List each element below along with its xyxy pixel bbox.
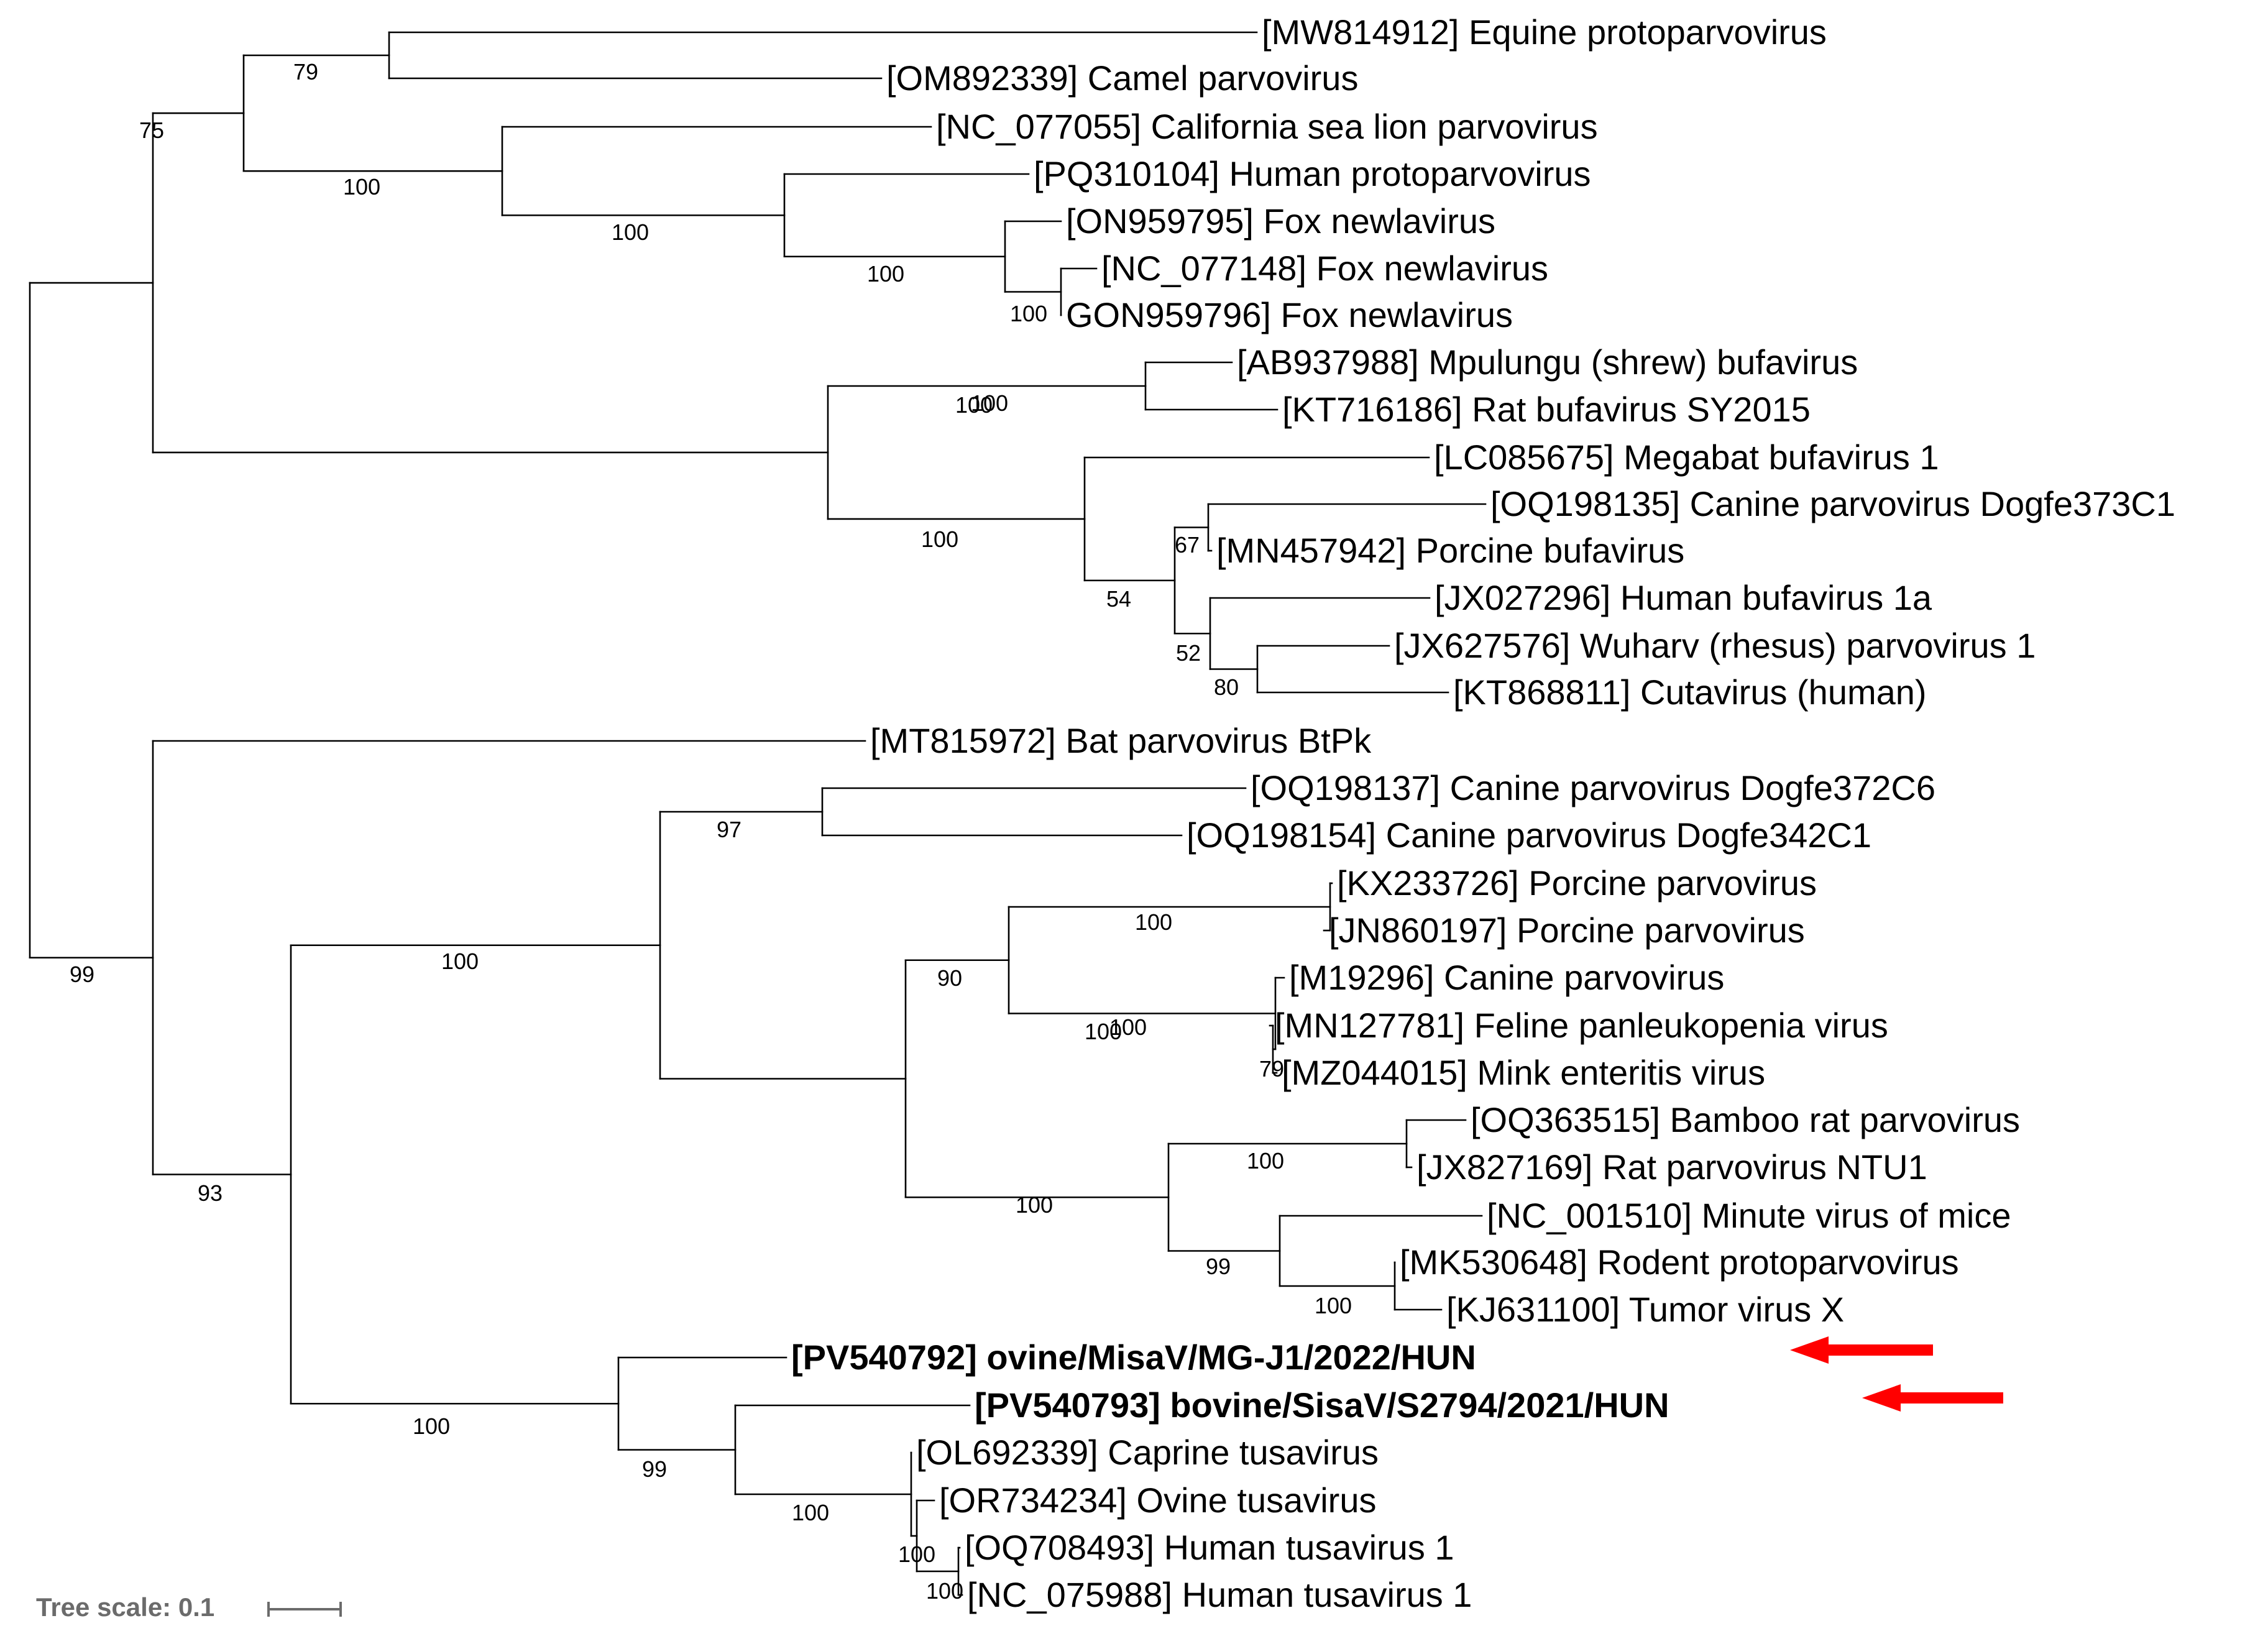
bootstrap-value-n-54: 54: [1106, 586, 1131, 612]
leaf-label-l26: [NC_001510] Minute virus of mice: [1487, 1196, 2011, 1235]
leaf-label-l23: [MZ044015] Mink enteritis virus: [1282, 1053, 1765, 1092]
leaf-label-l4: [PQ310104] Human protoparvovirus: [1034, 154, 1591, 193]
bootstrap-value-n-80: 80: [1214, 674, 1239, 700]
bootstrap-value-n-tumor: 100: [1315, 1293, 1352, 1318]
bootstrap-value-n-lower-main: 100: [441, 949, 479, 974]
bootstrap-value-n-sealion: 100: [343, 174, 380, 200]
bootstrap-value-n-tusa-inner: 100: [792, 1500, 829, 1525]
leaf-label-l32: [OR734234] Ovine tusavirus: [939, 1481, 1376, 1520]
leaf-label-l24: [OQ363515] Bamboo rat parvovirus: [1471, 1100, 2020, 1139]
leaf-label-l19: [KX233726] Porcine parvovirus: [1337, 863, 1817, 903]
bootstrap-value-n-tusa99: 99: [642, 1456, 667, 1482]
leaf-label-l27: [MK530648] Rodent protoparvovirus: [1400, 1243, 1959, 1282]
leaf-label-l7: GON959796] Fox newlavirus: [1066, 295, 1513, 334]
leaf-label-l20: [JN860197] Porcine parvovirus: [1329, 911, 1805, 950]
red-arrow-l29: [1790, 1336, 1933, 1364]
bootstrap-value-n-fox: 100: [867, 261, 904, 287]
bootstrap-value-n-bufa-sub: 100: [921, 526, 958, 552]
leaf-label-l28: [KJ631100] Tumor virus X: [1446, 1290, 1844, 1329]
leaf-label-l10: [LC085675] Megabat bufavirus 1: [1434, 438, 1939, 477]
bootstrap-value-n-tusa: 100: [413, 1413, 450, 1439]
leaf-label-l6: [NC_077148] Fox newlavirus: [1101, 249, 1548, 288]
bootstrap-value-n-canine-porcine: 67: [1175, 532, 1200, 558]
bootstrap-value-n-shrew-rat: 100: [971, 390, 1008, 416]
bootstrap-value-n-90: 90: [937, 965, 962, 991]
leaf-label-l12: [MN457942] Porcine bufavirus: [1216, 531, 1684, 570]
leaf-label-l15: [KT868811] Cutavirus (human): [1453, 673, 1927, 712]
bootstrap-value-n-tusa-100a: 100: [898, 1541, 935, 1567]
bootstrap-value-n-protob: 100: [1135, 909, 1172, 935]
leaf-label-l9: [KT716186] Rat bufavirus SY2015: [1282, 390, 1811, 429]
tree-scale-label: Tree scale: 0.1: [36, 1592, 214, 1622]
bootstrap-value-n-rodent: 100: [1016, 1192, 1053, 1218]
leaf-label-l16: [MT815972] Bat parvovirus BtPk: [870, 721, 1372, 760]
leaf-label-l30: [PV540793] bovine/SisaV/S2794/2021/HUN: [975, 1385, 1669, 1425]
leaf-label-l3: [NC_077055] California sea lion parvovir…: [936, 107, 1598, 146]
leaf-label-l17: [OQ198137] Canine parvovirus Dogfe372C6: [1251, 768, 1935, 807]
bootstrap-value-n-root: 99: [70, 962, 94, 987]
tree-scale: Tree scale: 0.1: [36, 1592, 342, 1622]
leaf-label-l5: [ON959795] Fox newlavirus: [1066, 201, 1495, 241]
bootstrap-value-n-bufa: 100: [955, 392, 993, 418]
leaf-label-l21: [M19296] Canine parvovirus: [1289, 958, 1724, 997]
bootstrap-value-n-lower: 93: [198, 1180, 223, 1206]
tree-scale-bar: [267, 1602, 342, 1617]
tree-branches: [29, 31, 1487, 1596]
leaf-label-l11: [OQ198135] Canine parvovirus Dogfe373C1: [1490, 484, 2175, 523]
leaf-labels: [MW814912] Equine protoparvovirus [OM8923…: [791, 12, 2175, 1614]
leaf-label-l29: [PV540792] ovine/MisaV/MG-J1/2022/HUN: [791, 1338, 1476, 1377]
leaf-label-l1: [MW814912] Equine protoparvovirus: [1262, 12, 1827, 52]
leaf-label-l31: [OL692339] Caprine tusavirus: [916, 1433, 1379, 1472]
bootstrap-value-n-99b: 99: [1206, 1254, 1231, 1279]
bootstrap-value-n-fox-pair: 100: [1010, 301, 1047, 326]
bootstrap-value-n-bamboo: 100: [1247, 1148, 1284, 1174]
red-arrow-l30: [1862, 1384, 2003, 1412]
bootstrap-value-n-porcine-pair: 100: [1109, 1014, 1147, 1040]
bootstrap-value-n-tusa-100b: 100: [926, 1578, 963, 1604]
bootstrap-value-n-dogfe: 97: [717, 817, 741, 842]
bootstrap-value-n-proto-top: 75: [139, 117, 164, 143]
leaf-label-l34: [NC_075988] Human tusavirus 1: [967, 1575, 1472, 1614]
leaf-label-l2: [OM892339] Camel parvovirus: [886, 58, 1358, 98]
leaf-label-l33: [OQ708493] Human tusavirus 1: [965, 1528, 1454, 1567]
leaf-label-l25: [JX827169] Rat parvovirus NTU1: [1416, 1147, 1927, 1187]
leaf-label-l22: [MN127781] Feline panleukopenia virus: [1275, 1006, 1888, 1045]
leaf-label-l8: [AB937988] Mpulungu (shrew) bufavirus: [1237, 342, 1858, 382]
bootstrap-value-n-equine-camel: 79: [293, 59, 318, 85]
bootstrap-value-n-humanproto: 100: [612, 219, 649, 245]
bootstrap-value-n-fpv: 100: [1085, 1019, 1122, 1044]
highlight-arrows: [1790, 1336, 2003, 1412]
bootstrap-value-n-79b: 79: [1259, 1056, 1284, 1082]
leaf-label-l18: [OQ198154] Canine parvovirus Dogfe342C1: [1187, 816, 1871, 855]
leaf-label-l13: [JX027296] Human bufavirus 1a: [1435, 578, 1932, 617]
bootstrap-value-n-52: 52: [1176, 640, 1201, 666]
leaf-label-l14: [JX627576] Wuharv (rhesus) parvovirus 1: [1394, 626, 2036, 665]
